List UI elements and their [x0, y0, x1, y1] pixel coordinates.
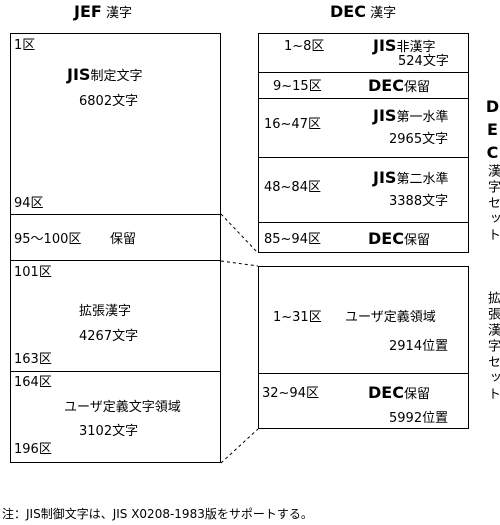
- dec-row3-range: 16~47区: [264, 117, 321, 132]
- dec-row3-title: JIS第一水準: [373, 106, 449, 125]
- dec-row4-title: JIS第二水準: [373, 168, 449, 187]
- jef-box4-title: ユーザ定義文字領域: [64, 400, 181, 415]
- dec-row4-range: 48~84区: [264, 180, 321, 195]
- dec-ext1-range: 1~31区: [273, 310, 322, 325]
- jef-column: [10, 33, 221, 463]
- dec-ext1-title: ユーザ定義領域: [345, 310, 436, 325]
- dec-row2-title: DEC保留: [368, 76, 430, 95]
- dec-ext2-range: 32~94区: [262, 386, 319, 401]
- dec-row1-count: 524文字: [398, 54, 449, 69]
- dec-ext-box: [258, 266, 469, 429]
- dec-row4-count: 3388文字: [389, 194, 449, 209]
- dec-row1-range: 1~8区: [284, 39, 325, 54]
- jef-box1-bottom-label: 94区: [14, 196, 44, 211]
- dec-row2-range: 9~15区: [273, 79, 322, 94]
- dec-ext-divider: [258, 373, 469, 374]
- connector-middle: [220, 260, 259, 267]
- jef-box3-count: 4267文字: [79, 329, 139, 344]
- dec-ext2-title: DEC保留: [368, 383, 430, 402]
- jef-box4-bottom-label: 196区: [14, 442, 52, 457]
- dec-set-box: [258, 33, 469, 253]
- connector-lower: [220, 428, 259, 464]
- jef-box4-top-label: 164区: [14, 375, 52, 390]
- dec-row-divider-a: [258, 72, 469, 99]
- dec-ext2-count: 5992位置: [389, 411, 449, 426]
- jef-box1-count: 6802文字: [79, 94, 139, 109]
- dec-row5-range: 85~94区: [264, 232, 321, 247]
- dec-row1-title: JIS非漢字: [373, 36, 436, 55]
- jef-box3-title: 拡張漢字: [79, 304, 132, 319]
- ext-set-side-label: 拡張漢字セット: [485, 291, 500, 403]
- jef-box1-top-label: 1区: [14, 38, 36, 53]
- dec-row3-count: 2965文字: [389, 132, 449, 147]
- jef-box2-label: 保留: [110, 232, 137, 247]
- dec-row-divider-b: [258, 157, 469, 223]
- dec-ext1-count: 2914位置: [389, 339, 449, 354]
- jef-box3-top-label: 101区: [14, 265, 52, 280]
- dec-row5-title: DEC保留: [368, 229, 430, 248]
- jef-box-reserved: [10, 214, 221, 261]
- jef-box2-range: 95〜100区: [14, 232, 82, 247]
- jef-box3-bottom-label: 163区: [14, 352, 52, 367]
- footnote: 注：JIS制御文字は、JIS X0208-1983版をサポートする。: [2, 507, 313, 521]
- dec-set-side-label: 漢字セット: [485, 164, 500, 244]
- jef-header: JEF 漢字: [74, 2, 132, 21]
- jef-divider: [10, 371, 221, 372]
- jef-box4-count: 3102文字: [79, 424, 139, 439]
- dec-header: DEC 漢字: [330, 2, 397, 21]
- dec-set-side-label-bold: DEC: [483, 97, 500, 166]
- connector-upper: [220, 213, 259, 254]
- jef-box1-title: JIS制定文字: [67, 65, 143, 84]
